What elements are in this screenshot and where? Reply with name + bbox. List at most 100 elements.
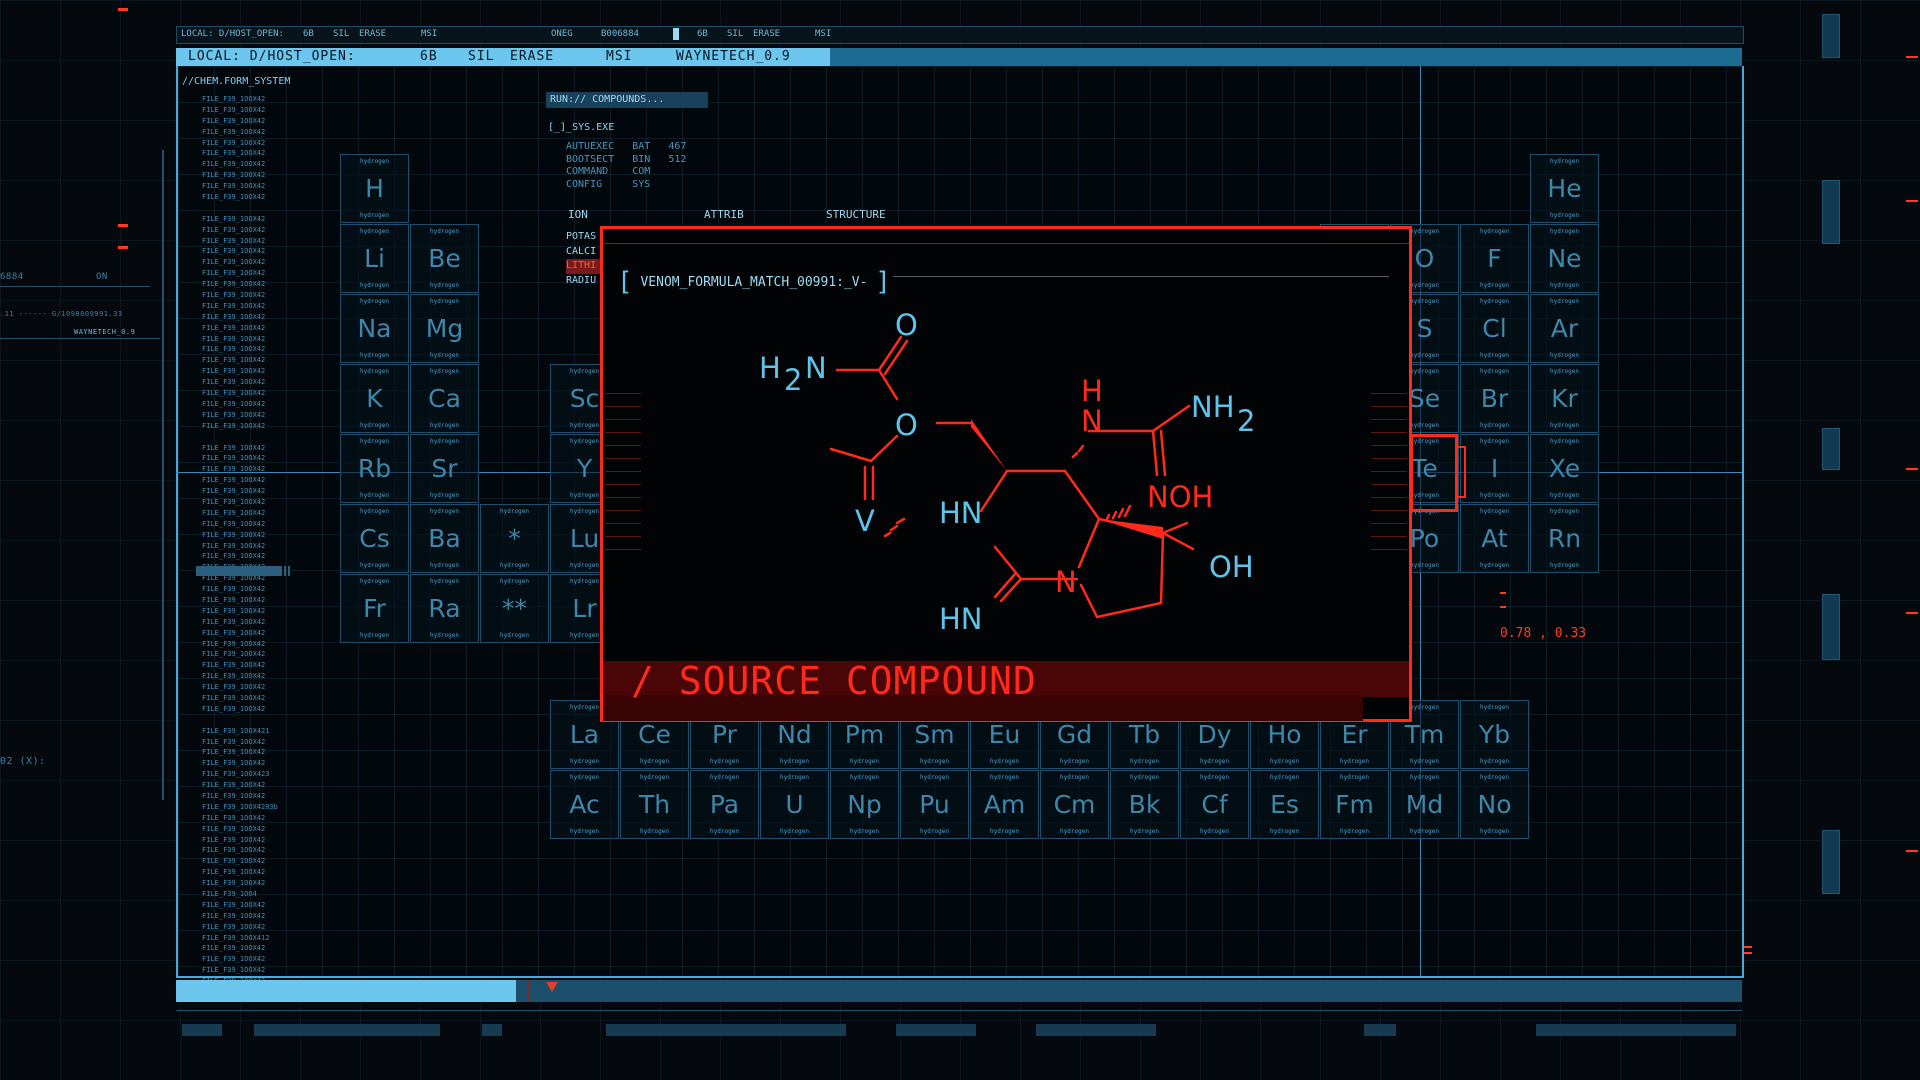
file-list-item[interactable]: FILE_F39_1OOX42 <box>202 291 266 300</box>
file-list-item[interactable]: FILE_F39_1OOX42 <box>202 476 266 485</box>
file-list-item[interactable]: FILE_F39_1OOX42 <box>202 585 266 594</box>
file-list-item[interactable]: FILE_F39_1OOX42 <box>202 421 266 430</box>
file-list-item[interactable]: FILE_F39_1OOX42 <box>202 95 266 103</box>
ion-item[interactable]: RADIU <box>566 274 597 286</box>
element-cell[interactable]: hydrogen*hydrogen <box>480 504 549 573</box>
file-list-item[interactable]: FILE_F39_1OOX42 <box>202 508 266 517</box>
ion-item[interactable]: POTAS <box>566 231 597 242</box>
window-title-bar[interactable]: LOCAL: D/HOST_OPEN: 6B SIL ERASE MSI WAY… <box>176 48 1742 66</box>
file-list-item[interactable]: FILE_F39_1OOX42 <box>202 225 266 234</box>
file-list-item[interactable]: FILE_F39_1OOX42 <box>202 301 266 310</box>
file-list-item[interactable]: FILE_F39_1OOX42 <box>202 116 266 125</box>
file-list-item[interactable]: FILE_F39_1OOX42 <box>202 846 266 855</box>
file-list-item[interactable]: FILE_F39_1OOX42 <box>202 704 266 713</box>
run-compounds-bar[interactable]: RUN:// COMPOUNDS... <box>546 92 708 108</box>
file-list-item[interactable]: FILE_F39_1OOX42 <box>202 389 266 398</box>
file-list-item[interactable]: FILE_F39_1OOX42 <box>202 672 266 681</box>
ion-item[interactable]: CALCI <box>566 245 597 257</box>
file-list-item[interactable]: FILE_F39_1OOX42 <box>202 399 266 408</box>
file-list-item[interactable]: FILE_F39_1OOX42 <box>202 487 266 496</box>
file-list-item[interactable]: FILE_F39_1OOX42 <box>202 269 266 278</box>
file-list-item[interactable]: FILE_F39_1OOX42 <box>202 160 266 169</box>
file-list-item[interactable]: FILE_F39_1OOX42 <box>202 693 266 702</box>
file-list-item[interactable]: FILE_F39_1OOX42 <box>202 280 266 289</box>
file-list-item[interactable]: FILE_F39_1OOX42 <box>202 650 266 659</box>
file-list-item[interactable]: FILE_F39_1OOX4203b <box>202 802 278 811</box>
file-list-item[interactable]: FILE_F39_1OOX42 <box>202 105 266 114</box>
file-list-item[interactable]: FILE_F39_1OOX42 <box>202 835 266 844</box>
file-list-item[interactable]: FILE_F39_1OOX421 <box>202 726 270 735</box>
file-list-item[interactable]: FILE_F39_1OOX42 <box>202 345 266 354</box>
file-list-item[interactable]: FILE_F39_1OO4 <box>202 890 257 899</box>
file-list-item[interactable]: FILE_F39_1OOX42 <box>202 868 266 877</box>
file-list-item[interactable]: FILE_F39_1OOX42 <box>202 530 266 539</box>
file-list-item[interactable]: FILE_F39_1OOX42 <box>202 922 266 931</box>
file-list-item[interactable]: FILE_F39_1OOX42 <box>202 443 266 452</box>
file-list-item[interactable]: FILE_F39_1OOX42 <box>202 367 266 376</box>
file-list-item[interactable] <box>202 432 278 443</box>
element-cell[interactable]: hydrogen**hydrogen <box>480 574 549 643</box>
file-list-item[interactable]: FILE_F39_1OOX42 <box>202 595 266 604</box>
file-list-item[interactable]: FILE_F39_1OOX42 <box>202 628 266 637</box>
file-list-item[interactable]: FILE_F39_1OOX42 <box>202 258 266 267</box>
file-list-item[interactable]: FILE_F39_1OOX42 <box>202 792 266 800</box>
file-list-item[interactable]: FILE_F39_1OOX412 <box>202 933 270 942</box>
file-list-item[interactable]: FILE_F39_1OOX42 <box>202 519 266 528</box>
file-list-item[interactable]: FILE_F39_1OOX42 <box>202 781 266 790</box>
file-scroll-thumb[interactable] <box>196 566 282 576</box>
file-list-item[interactable]: FILE_F39_1OOX42 <box>202 312 266 321</box>
file-list-item[interactable]: FILE_F39_1OOX42 <box>202 955 266 964</box>
file-list-item[interactable]: FILE_F39_1OOX42 <box>202 214 266 223</box>
file-list-item[interactable]: FILE_F39_1OOX42 <box>202 900 266 909</box>
file-list-item[interactable]: FILE_F39_1OOX42 <box>202 748 266 757</box>
file-list-item[interactable]: FILE_F39_1OOX42 <box>202 824 266 833</box>
file-list-item[interactable]: FILE_F39_1OOX423 <box>202 770 270 779</box>
file-list-item[interactable]: FILE_F39_1OOX42 <box>202 541 266 550</box>
file-list-item[interactable]: FILE_F39_1OOX42 <box>202 813 266 822</box>
file-list-item[interactable]: FILE_F39_1OOX42 <box>202 193 266 202</box>
file-list-item[interactable]: FILE_F39_1OOX42 <box>202 617 266 626</box>
file-list-item[interactable]: FILE_F39_1OOX42 <box>202 171 266 180</box>
file-list-item[interactable]: FILE_F39_1OOX42 <box>202 857 266 866</box>
file-list-item[interactable]: FILE_F39_1OOX42 <box>202 639 266 648</box>
file-list-item[interactable]: FILE_F39_1OOX42 <box>202 911 266 920</box>
file-list-item[interactable]: FILE_F39_1OOX42 <box>202 356 266 365</box>
file-list-item[interactable]: FILE_F39_1OOX42 <box>202 737 266 746</box>
file-list-item[interactable]: FILE_F39_1OOX42 <box>202 966 266 975</box>
file-list-item[interactable]: FILE_F39_1OOX42 <box>202 323 266 332</box>
file-list-item[interactable]: FILE_F39_1OOX42 <box>202 879 266 888</box>
file-list-item[interactable]: FILE_F39_1OOX42 <box>202 606 266 615</box>
file-list-item[interactable]: FILE_F39_1OOX42 <box>202 759 266 768</box>
file-list-item[interactable]: FILE_F39_1OOX42 <box>202 454 266 463</box>
file-list-item[interactable]: FILE_F39_1OOX42 <box>202 683 266 692</box>
file-list-item[interactable]: FILE_F39_1OOX42 <box>202 149 266 158</box>
